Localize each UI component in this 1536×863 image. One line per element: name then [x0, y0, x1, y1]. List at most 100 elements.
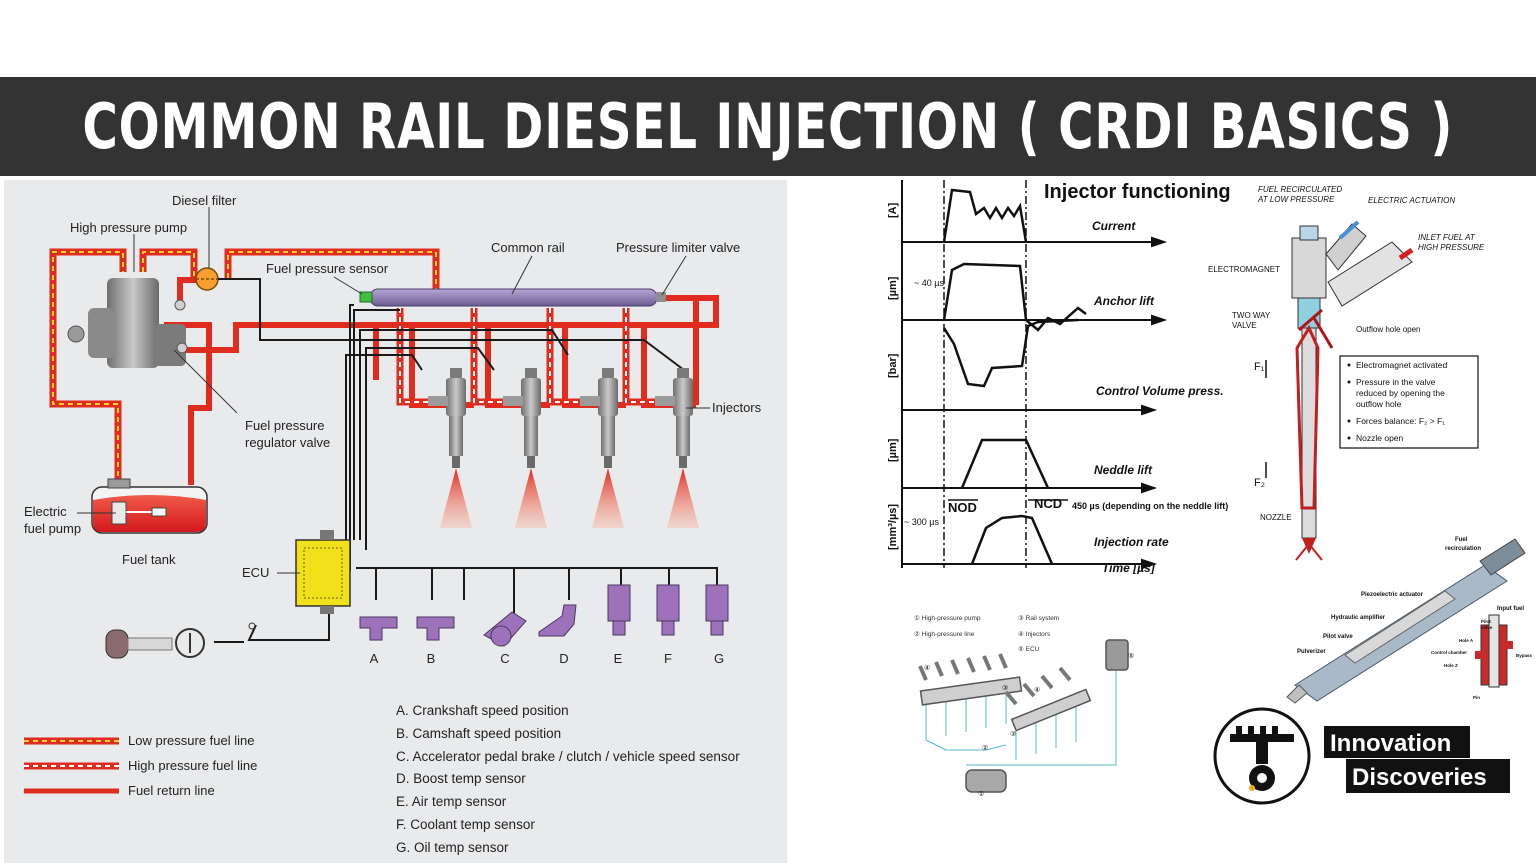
sensor-letter-f: F	[664, 651, 672, 666]
piezo-injector-body	[1286, 538, 1526, 704]
sensors	[359, 584, 729, 647]
label-two-way-2: VALVE	[1232, 321, 1257, 330]
unit-anchor: [µm]	[887, 276, 899, 300]
injector-functioning-panel: [A] [µm] [bar] [µm] [mm³/µs] Injector fu…	[852, 178, 1488, 574]
sensor-letter-e: E	[614, 651, 623, 666]
label-piezoelectric-actuator: Piezoelectric actuator	[1361, 592, 1424, 598]
injector-cross-section	[1265, 220, 1414, 561]
fuel-tank	[91, 478, 208, 534]
label-pilot-valve: Pilot valve	[1323, 634, 1353, 640]
piezo-injector-svg: Fuel recirculation Piezoelectric actuato…	[1286, 537, 1533, 704]
sensor-letter-a: A	[370, 651, 379, 666]
overview-legend-item: ④ Injectors	[1018, 630, 1051, 638]
overview-legend-item: ① High-pressure pump	[914, 614, 981, 622]
high-pressure-pump	[67, 278, 188, 368]
time-axis-label: Time [µs]	[1102, 561, 1156, 574]
sensor-letter-d: D	[559, 651, 568, 666]
label-fuel-tank: Fuel tank	[122, 552, 176, 567]
label-hole-z: Hole Z	[1444, 663, 1458, 668]
label-outflow: Outflow hole open	[1356, 325, 1421, 334]
label-pin: Pin	[1473, 695, 1480, 700]
label-fuel-pressure-sensor: Fuel pressure sensor	[266, 261, 389, 276]
injector-functioning-svg: [A] [µm] [bar] [µm] [mm³/µs] Injector fu…	[887, 180, 1485, 574]
label-bypass: Bypass	[1516, 653, 1533, 658]
trace-label-needle: Neddle lift	[1094, 463, 1153, 477]
sensor-list-item: D. Boost temp sensor	[396, 771, 526, 786]
overview-marker: ⑤	[1128, 652, 1134, 660]
legend-low-pressure: Low pressure fuel line	[128, 733, 254, 748]
overview-marker: ④	[1034, 686, 1040, 694]
label-ecu: ECU	[242, 565, 269, 580]
sensor-list-item: E. Air temp sensor	[396, 794, 507, 809]
info-line: outflow hole	[1356, 399, 1402, 409]
label-electric-actuation: ELECTRIC ACTUATION	[1368, 196, 1455, 205]
crdi-system-svg: A B C D E F G Diesel filter High pressur…	[24, 193, 762, 855]
label-pilot-valve-small-2: valve	[1481, 625, 1493, 630]
crdi-system-diagram: A B C D E F G Diesel filter High pressur…	[4, 180, 787, 863]
injectors	[428, 368, 699, 528]
system-overview-svg: ① High-pressure pump ② High-pressure lin…	[914, 614, 1134, 798]
info-line: Pressure in the valve	[1356, 377, 1436, 387]
label-diesel-filter: Diesel filter	[172, 193, 237, 208]
unit-injection: [mm³/µs]	[887, 504, 899, 550]
label-electric-fuel-pump-2: fuel pump	[24, 521, 81, 536]
trace-label-anchor: Anchor lift	[1093, 294, 1155, 308]
unit-pressure: [bar]	[887, 353, 899, 378]
logo-line-1: Innovation	[1330, 730, 1451, 757]
overview-marker: ③	[1002, 684, 1008, 692]
sensor-letter-g: G	[714, 651, 724, 666]
injector-info-box: Electromagnet activated Pressure in the …	[1339, 355, 1479, 449]
overview-legend-item: ③ Rail system	[1018, 614, 1059, 622]
label-injectors: Injectors	[712, 400, 762, 415]
trace-label-pressure: Control Volume press.	[1096, 384, 1224, 398]
overview-components	[918, 639, 1129, 793]
overview-marker: ④	[924, 664, 930, 672]
label-pilot-valve-small-1: Pilot	[1481, 619, 1491, 624]
label-common-rail: Common rail	[491, 240, 565, 255]
label-fuel-recirculated-2: AT LOW PRESSURE	[1257, 195, 1335, 204]
label-f2: F₂	[1254, 477, 1265, 489]
sensor-letters: A B C D E F G	[370, 651, 724, 666]
sensor-list-item: G. Oil temp sensor	[396, 840, 509, 855]
high-pressure-lines	[396, 308, 660, 406]
label-fuel-recirculated-1: FUEL RECIRCULATED	[1258, 185, 1342, 194]
annotation-nod: NOD	[948, 500, 977, 515]
sensor-list-item: B. Camshaft speed position	[396, 726, 561, 741]
innovation-discoveries-logo: Innovation Discoveries	[1212, 706, 1536, 806]
info-line: reduced by opening the	[1356, 388, 1445, 398]
system-overview-diagram: ① High-pressure pump ② High-pressure lin…	[906, 600, 1166, 805]
label-fuel-recirculation-2: recirculation	[1445, 546, 1481, 552]
diesel-filter	[195, 267, 219, 291]
label-electric-fuel-pump-1: Electric	[24, 504, 67, 519]
ignition-key	[105, 622, 256, 659]
injector-functioning-title: Injector functioning	[1044, 181, 1231, 203]
low-pressure-line	[49, 248, 440, 485]
unit-current: [A]	[887, 202, 899, 218]
label-fuel-recirculation-1: Fuel	[1455, 537, 1468, 543]
label-fuel-pressure-regulator-2: regulator valve	[245, 435, 330, 450]
logo-gear-icon	[1230, 726, 1294, 791]
annotation-40us: ~ 40 µs	[914, 278, 944, 288]
sensor-list-item: C. Accelerator pedal brake / clutch / ve…	[396, 749, 740, 764]
unit-needle: [µm]	[887, 438, 899, 462]
pilot-valve-detail	[1475, 614, 1513, 688]
annotation-ncd: NCD	[1034, 496, 1062, 511]
label-input-fuel: Input fuel	[1497, 606, 1524, 612]
label-high-pressure-pump: High pressure pump	[70, 220, 187, 235]
label-nozzle: NOZZLE	[1260, 513, 1292, 522]
sensor-list-item: F. Coolant temp sensor	[396, 817, 535, 832]
label-hole-a: Hole A	[1459, 638, 1474, 643]
label-fuel-pressure-regulator-1: Fuel pressure	[245, 418, 324, 433]
annotation-300us: ~ 300 µs	[904, 517, 939, 527]
label-f1: F₁	[1254, 361, 1265, 373]
waveforms	[942, 188, 1087, 565]
label-control-chamber: Control chamber	[1431, 650, 1467, 655]
logo-line-2: Discoveries	[1352, 764, 1487, 791]
info-line: Forces balance: F₂ > F₁	[1356, 416, 1445, 426]
trace-label-current: Current	[1092, 219, 1136, 233]
return-lines	[164, 277, 719, 485]
legend-return: Fuel return line	[128, 783, 215, 798]
sensor-letter-b: B	[427, 651, 436, 666]
annotation-450us: 450 µs (depending on the neddle lift)	[1072, 501, 1228, 511]
ecu	[295, 530, 351, 614]
